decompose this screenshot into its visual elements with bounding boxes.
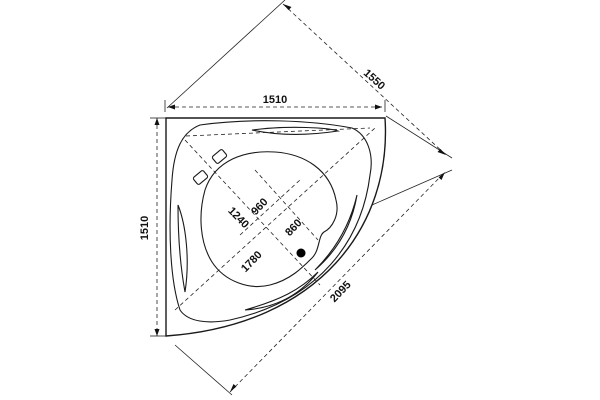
label-basin-depth: 860 xyxy=(283,217,304,239)
outer-diagonal-dimension-line xyxy=(282,3,447,156)
label-top-width: 1510 xyxy=(263,94,287,106)
label-inner-length: 1780 xyxy=(239,249,265,275)
tub-inner-rim xyxy=(169,120,372,323)
diagonal-1240 xyxy=(184,139,321,286)
label-front-length: 2095 xyxy=(328,279,354,305)
headrest-upper xyxy=(211,149,228,164)
label-left-height: 1510 xyxy=(139,216,151,240)
dimension-lines xyxy=(154,3,447,393)
axis-top xyxy=(185,127,371,137)
label-basin-width: 960 xyxy=(249,196,270,218)
label-outer-diagonal: 1550 xyxy=(361,67,387,92)
right-contour-upper xyxy=(314,194,358,271)
left-armrest xyxy=(177,204,188,293)
line-960 xyxy=(254,169,319,241)
inner-dimensions xyxy=(174,127,376,311)
inner-basin xyxy=(200,151,338,287)
drain-icon xyxy=(296,248,306,258)
diagonal-1780 xyxy=(174,127,376,311)
top-contour xyxy=(251,126,341,135)
front-length-dimension-line xyxy=(229,171,446,393)
headrest-lower xyxy=(192,170,209,185)
label-inner-diagonal: 1240 xyxy=(225,205,251,231)
tub-outer-rim xyxy=(165,117,387,337)
extension-lines xyxy=(150,0,453,396)
right-contour-lower xyxy=(244,271,319,311)
